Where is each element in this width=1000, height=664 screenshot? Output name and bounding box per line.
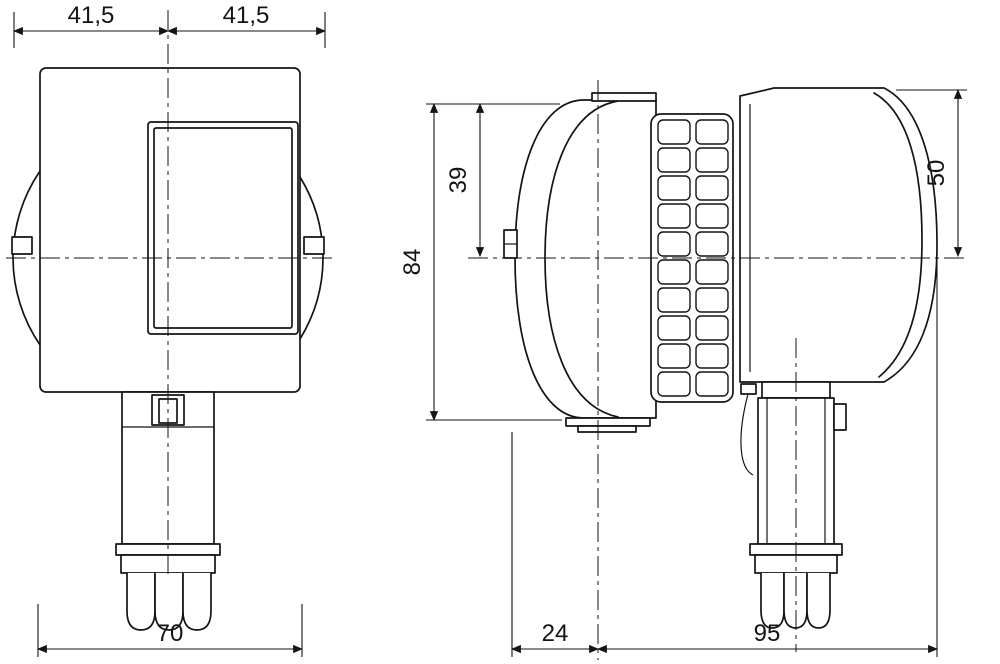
knurl-pattern xyxy=(657,119,729,397)
thread-scallop xyxy=(806,573,831,629)
dim-label-rear-top-to-axis: 50 xyxy=(923,160,950,187)
side-view xyxy=(503,87,938,629)
motor-dome xyxy=(514,99,657,419)
flange-lug-right xyxy=(303,236,325,255)
terminal-box-outer xyxy=(147,121,299,335)
pump-housing xyxy=(739,87,938,383)
dim-label-total-height: 84 xyxy=(399,249,426,276)
thread-scallop xyxy=(760,573,785,629)
dim-label-axis-to-rear: 95 xyxy=(754,620,781,647)
flange-lug-left xyxy=(11,236,33,255)
power-cable xyxy=(740,393,754,476)
terminal-box-inner xyxy=(153,127,293,329)
motor-foot-lower xyxy=(577,425,637,433)
cable-gland xyxy=(740,383,757,395)
dimension-annotations: 41,5 41,5 70 84 39 50 24 95 xyxy=(13,2,967,657)
motor-foot-upper xyxy=(565,417,651,427)
thread-scallop xyxy=(182,573,212,631)
center-lines xyxy=(6,10,966,660)
motor-top-cap xyxy=(591,92,657,102)
dim-label-front-to-axis: 24 xyxy=(542,620,569,647)
dim-label-top-to-axis: 39 xyxy=(445,167,472,194)
thread-scallop xyxy=(154,573,184,631)
dim-label-top-left: 41,5 xyxy=(68,2,115,29)
dim-label-top-right: 41,5 xyxy=(223,2,270,29)
front-view xyxy=(11,67,325,631)
pump-housing-inner-curve xyxy=(873,92,923,378)
pipe-side-tab xyxy=(833,403,847,431)
thread-scallop xyxy=(126,573,156,631)
dim-label-width: 70 xyxy=(157,620,184,647)
